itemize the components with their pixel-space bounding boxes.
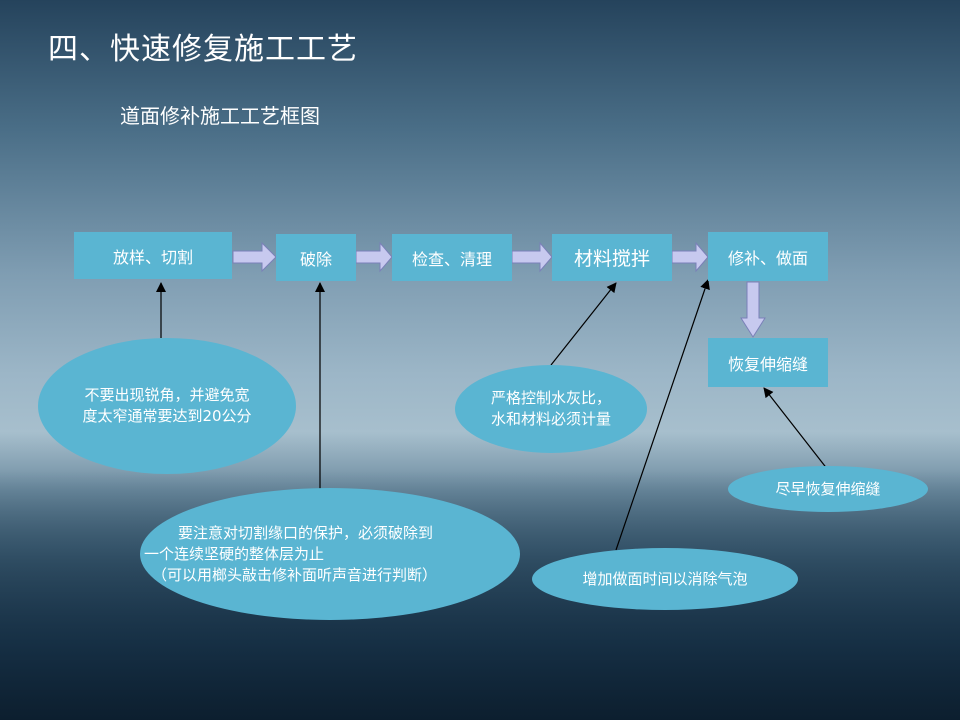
step-repair-surface: 修补、做面 <box>708 232 828 281</box>
pointer-line-3 <box>550 282 617 366</box>
note-protect-cut-edge: 要注意对切割缘口的保护，必须破除到 一个连续坚硬的整体层为止 （可以用榔头敲击修… <box>140 488 520 620</box>
note-water-cement-ratio: 严格控制水灰比， 水和材料必须计量 <box>455 365 647 453</box>
step-label: 放样、切割 <box>112 247 193 267</box>
step-material-mixing: 材料搅拌 <box>552 234 672 281</box>
pointer-line-5 <box>763 387 829 471</box>
note-line: 要注意对切割缘口的保护，必须破除到 <box>178 523 434 542</box>
note-line: 尽早恢复伸缩缝 <box>775 479 881 498</box>
note-avoid-sharp-angles: 不要出现锐角，并避免宽 度太窄通常要达到20公分 <box>38 338 296 474</box>
note-line: 不要出现锐角，并避免宽 <box>84 386 250 404</box>
step-restore-joint: 恢复伸缩缝 <box>708 338 828 387</box>
note-line: 一个连续坚硬的整体层为止 <box>144 544 325 563</box>
note-remove-bubbles: 增加做面时间以消除气泡 <box>532 548 798 610</box>
flow-arrow-3 <box>511 241 553 273</box>
step-label: 修补、做面 <box>727 248 808 268</box>
step-layout-cutting: 放样、切割 <box>74 232 232 279</box>
diagram-subtitle: 道面修补施工工艺框图 <box>120 104 320 128</box>
flow-arrow-4 <box>671 241 709 273</box>
step-label: 检查、清理 <box>411 249 492 269</box>
note-line: 严格控制水灰比， <box>490 389 611 407</box>
step-inspect-clean: 检查、清理 <box>392 234 512 281</box>
note-restore-joint-early: 尽早恢复伸缩缝 <box>728 466 928 512</box>
flow-arrow-down <box>740 281 766 338</box>
step-label: 破除 <box>299 249 332 269</box>
step-label: 材料搅拌 <box>573 248 650 270</box>
note-line: 度太窄通常要达到20公分 <box>82 407 252 425</box>
note-line: （可以用榔头敲击修补面听声音进行判断） <box>152 565 438 584</box>
note-line: 水和材料必须计量 <box>490 410 611 428</box>
step-breaking: 破除 <box>276 234 356 281</box>
flow-arrow-2 <box>355 241 393 273</box>
flow-arrow-1 <box>232 241 277 273</box>
step-label: 恢复伸缩缝 <box>727 354 808 374</box>
note-line: 增加做面时间以消除气泡 <box>582 569 748 588</box>
page-title: 四、快速修复施工工艺 <box>48 32 358 67</box>
sea-background <box>0 470 960 720</box>
